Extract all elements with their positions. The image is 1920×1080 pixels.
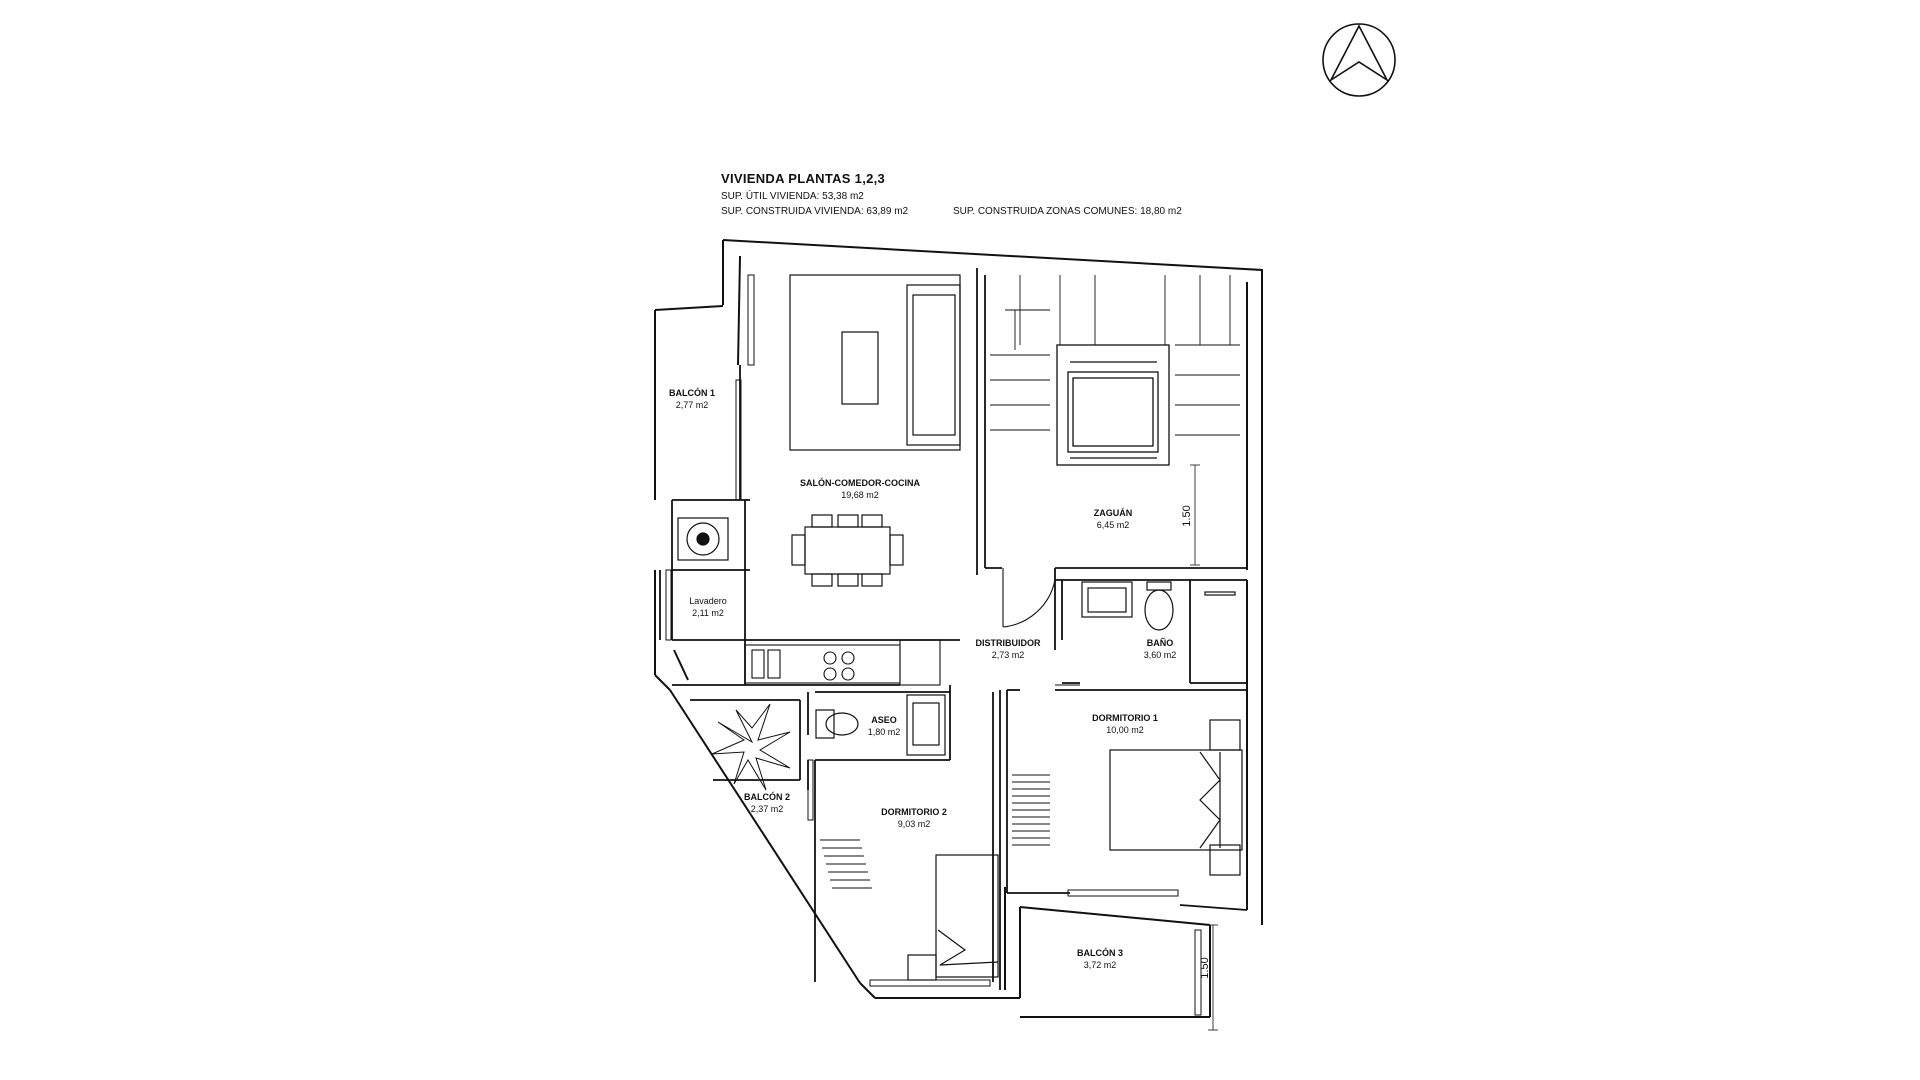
sup-util: SUP. ÚTIL VIVIENDA: 53,38 m2 <box>721 191 864 202</box>
bathroom-fixtures <box>815 581 1236 756</box>
label-dormitorio2-name: DORMITORIO 2 <box>881 807 947 817</box>
label-dormitorio2-area: 9,03 m2 <box>898 819 931 829</box>
wardrobes <box>820 774 1050 889</box>
dining-table <box>791 514 904 587</box>
label-salon-name: SALÓN-COMEDOR-COCINA <box>800 477 920 488</box>
label-bano-name: BAÑO <box>1147 638 1174 648</box>
label-balcon2-name: BALCÓN 2 <box>744 791 790 802</box>
label-balcon1-name: BALCÓN 1 <box>669 387 715 398</box>
dimension-zaguan: 1.50 <box>1181 505 1193 526</box>
kitchen-counter <box>744 639 941 686</box>
elevator <box>1056 344 1170 466</box>
north-arrow-icon <box>1322 23 1396 97</box>
label-balcon3-name: BALCÓN 3 <box>1077 947 1123 958</box>
label-lavadero-area: 2,11 m2 <box>692 608 724 618</box>
label-balcon2-area: 2,37 m2 <box>751 804 784 814</box>
staircase <box>990 275 1240 436</box>
sofa <box>789 274 961 451</box>
label-distribuidor-area: 2,73 m2 <box>992 650 1025 660</box>
label-lavadero-name: Lavadero <box>689 596 727 606</box>
dimension-lines <box>1190 464 1218 1031</box>
label-salon-area: 19,68 m2 <box>841 490 879 500</box>
bed-dormitorio-2 <box>907 854 999 981</box>
label-dormitorio1-name: DORMITORIO 1 <box>1092 713 1158 723</box>
label-aseo-area: 1,80 m2 <box>868 727 901 737</box>
label-distribuidor-name: DISTRIBUIDOR <box>976 638 1042 648</box>
bed-dormitorio-1 <box>1109 719 1243 876</box>
label-balcon1-area: 2,77 m2 <box>676 400 709 410</box>
exterior-walls <box>654 239 1263 1018</box>
washing-machine <box>677 517 729 561</box>
door-swing <box>1002 568 1080 686</box>
label-dormitorio1-area: 10,00 m2 <box>1106 725 1144 735</box>
dimension-balcon3: 1.50 <box>1199 957 1211 978</box>
plant-icon <box>711 703 791 791</box>
sup-zonas-comunes: SUP. CONSTRUIDA ZONAS COMUNES: 18,80 m2 <box>953 206 1182 217</box>
label-bano-area: 3,60 m2 <box>1144 650 1177 660</box>
label-aseo-name: ASEO <box>871 715 897 725</box>
sup-construida: SUP. CONSTRUIDA VIVIENDA: 63,89 m2 <box>721 206 909 217</box>
label-balcon3-area: 3,72 m2 <box>1084 960 1117 970</box>
plan-title: VIVIENDA PLANTAS 1,2,3 <box>721 171 886 186</box>
interior-walls <box>659 268 1248 990</box>
label-zaguan-name: ZAGUÁN <box>1094 508 1133 518</box>
label-zaguan-area: 6,45 m2 <box>1097 520 1130 530</box>
